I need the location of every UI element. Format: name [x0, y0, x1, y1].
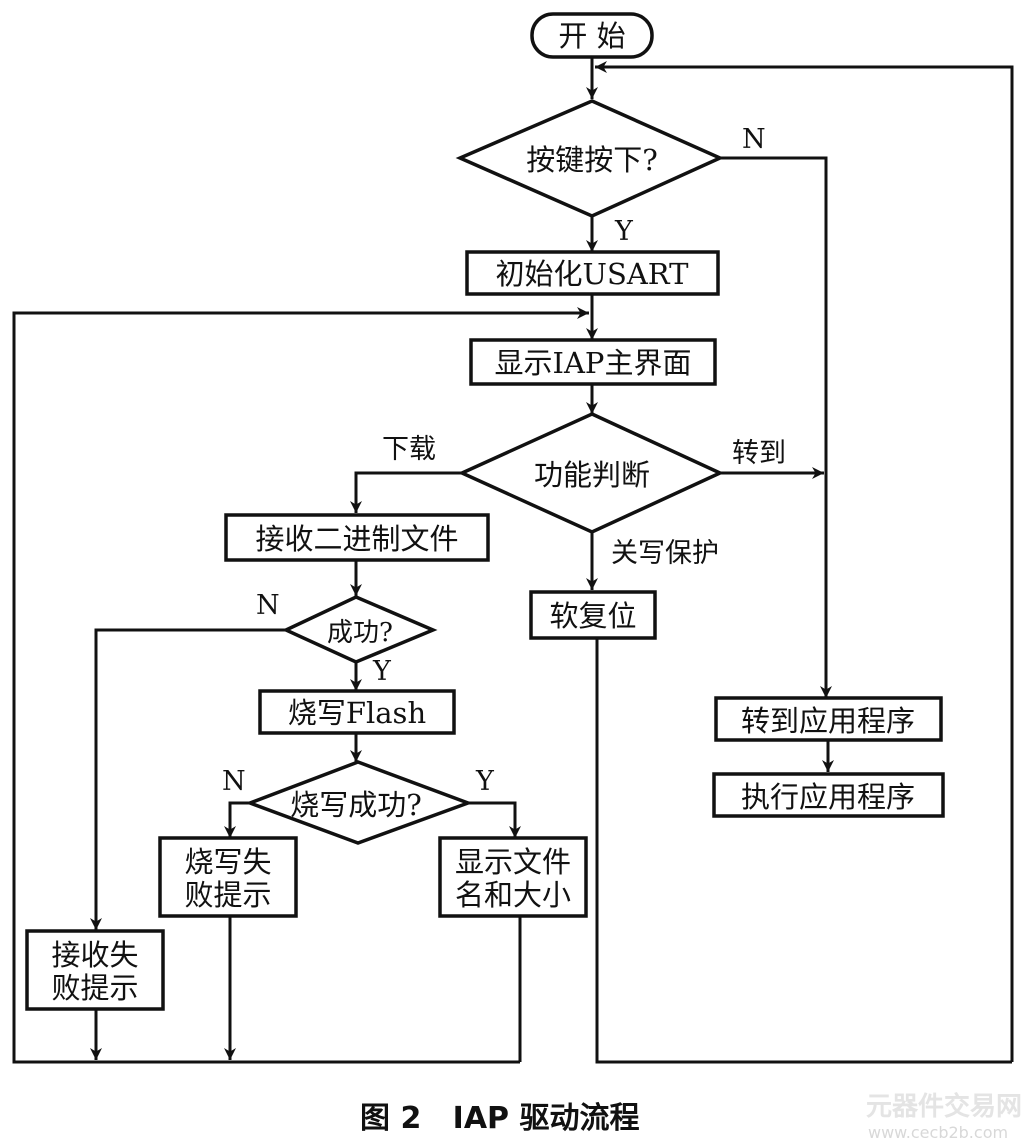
label-success-no: N — [256, 590, 280, 621]
label-key-no: N — [742, 124, 766, 155]
node-burn-flash-label: 烧写Flash — [288, 696, 426, 730]
watermark-line2: www.cecb2b.com — [868, 1123, 1008, 1142]
node-show-file-line2: 名和大小 — [455, 878, 571, 912]
node-key-pressed: 按键按下? — [455, 99, 725, 218]
node-receive-binary-label: 接收二进制文件 — [255, 522, 458, 556]
node-burn-fail: 烧写失 败提示 — [158, 836, 298, 918]
node-show-iap-main: 显示IAP主界面 — [469, 338, 717, 386]
node-burn-fail-line2: 败提示 — [184, 878, 271, 912]
node-burn-fail-line1: 烧写失 — [184, 845, 271, 879]
node-show-iap-main-label: 显示IAP主界面 — [495, 346, 692, 380]
arrow-success-no — [90, 628, 286, 930]
node-success-label: 成功? — [327, 618, 393, 648]
key-no-branch — [720, 156, 828, 700]
node-burn-flash: 烧写Flash — [258, 689, 456, 735]
node-exec-app: 执行应用程序 — [712, 772, 945, 818]
watermark-line1: 元器件交易网 — [866, 1091, 1022, 1122]
connectors — [12, 57, 1014, 1064]
node-soft-reset: 软复位 — [529, 590, 657, 640]
node-exec-app-label: 执行应用程序 — [741, 780, 915, 814]
edge-labels: N Y 下载 转到 关写保护 N Y N Y — [222, 124, 786, 797]
node-goto-app-label: 转到应用程序 — [741, 704, 915, 738]
loop-return-top — [595, 61, 1014, 1062]
node-init-usart-label: 初始化USART — [496, 257, 690, 291]
figure-caption: 图 2 IAP 驱动流程 — [360, 1101, 639, 1136]
label-burn-yes: Y — [475, 766, 495, 797]
node-show-file-line1: 显示文件 — [455, 845, 571, 879]
watermark: 元器件交易网 www.cecb2b.com — [866, 1091, 1022, 1142]
label-write-protect-off: 关写保护 — [611, 538, 719, 569]
node-receive-fail-line1: 接收失 — [51, 938, 138, 972]
label-goto: 转到 — [732, 438, 786, 469]
node-start: 开 始 — [530, 12, 654, 59]
node-function-judge-label: 功能判断 — [534, 458, 650, 492]
label-key-yes: Y — [614, 216, 634, 247]
node-receive-fail: 接收失 败提示 — [25, 929, 165, 1011]
label-burn-no: N — [222, 766, 246, 797]
node-receive-binary: 接收二进制文件 — [224, 513, 490, 562]
node-start-label: 开 始 — [558, 19, 625, 53]
arrow-burn-yes — [466, 801, 521, 838]
node-init-usart: 初始化USART — [465, 250, 720, 296]
node-key-pressed-label: 按键按下? — [526, 143, 658, 177]
reset-loop-line — [595, 638, 1012, 1064]
label-success-yes: Y — [372, 656, 392, 687]
node-show-file-info: 显示文件 名和大小 — [438, 836, 588, 918]
arrow-judge-to-download — [350, 471, 462, 513]
loop-return-left — [12, 307, 589, 1064]
label-download: 下载 — [382, 434, 436, 465]
node-burn-success: 烧写成功? — [245, 760, 474, 845]
arrow-burn-no — [224, 801, 250, 838]
node-function-judge: 功能判断 — [457, 412, 725, 534]
node-soft-reset-label: 软复位 — [549, 599, 636, 633]
node-receive-fail-line2: 败提示 — [51, 971, 138, 1005]
node-goto-app: 转到应用程序 — [714, 696, 943, 742]
node-success: 成功? — [281, 595, 438, 664]
node-burn-success-label: 烧写成功? — [290, 788, 422, 822]
